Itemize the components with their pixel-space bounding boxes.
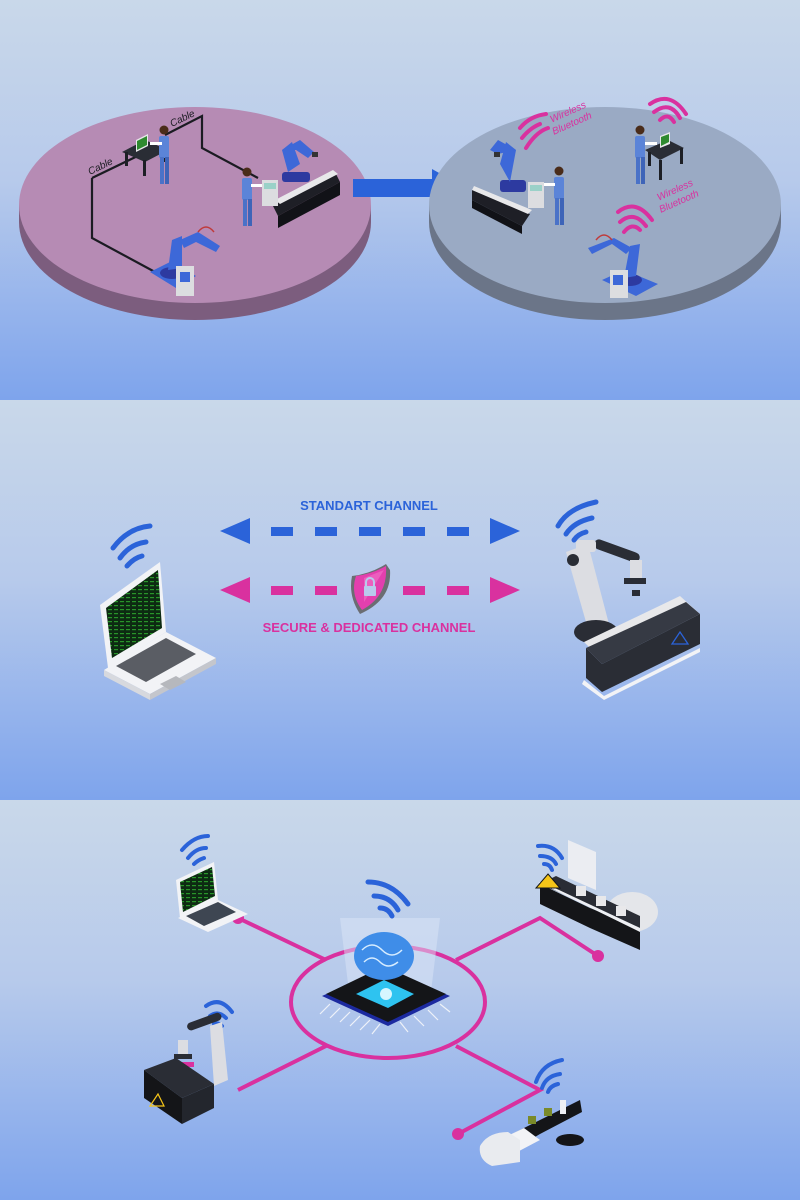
standard-channel-arrow [220, 518, 520, 544]
ai-brain-chip-icon [319, 879, 451, 1035]
laptop-node-icon [176, 834, 248, 932]
panel-channels: STANDART CHANNEL SECURE & DEDICATED CHAN… [0, 400, 800, 800]
worker-at-control-panel [242, 167, 262, 226]
wireless-signal-icon [648, 96, 688, 124]
secure-channel-label: SECURE & DEDICATED CHANNEL [263, 620, 476, 635]
wired-platform [19, 107, 371, 320]
control-panel [528, 182, 544, 208]
panel-ai-hub-network [0, 800, 800, 1200]
link-node [592, 950, 604, 962]
wireless-signal-icon [518, 112, 550, 150]
wireless-signal-icon [616, 204, 654, 234]
panel-wired-to-wireless: Cable Cable [0, 0, 800, 400]
robot-arm-conveyor-icon [555, 499, 700, 700]
laptop-icon [100, 523, 216, 700]
robot-arm-small [588, 234, 658, 298]
shield-lock-icon [351, 564, 391, 614]
robot-arm-conveyor-node-icon [144, 1000, 234, 1124]
control-panel [262, 180, 278, 206]
standard-channel-label: STANDART CHANNEL [300, 498, 438, 513]
chip-placement-machine-icon [479, 1058, 584, 1166]
robot-arm-small [150, 226, 220, 296]
worker-at-control-panel [544, 166, 564, 225]
worker-with-laptop [635, 125, 684, 184]
network-links [237, 915, 600, 1136]
robot-arm-on-conveyor [272, 140, 340, 228]
secure-channel-arrow [220, 577, 520, 603]
wireless-platform [429, 107, 781, 320]
worker-with-laptop [122, 125, 169, 184]
robot-arm-on-conveyor [472, 140, 532, 234]
conveyor-inspection-icon [534, 840, 658, 950]
link-node [452, 1128, 464, 1140]
